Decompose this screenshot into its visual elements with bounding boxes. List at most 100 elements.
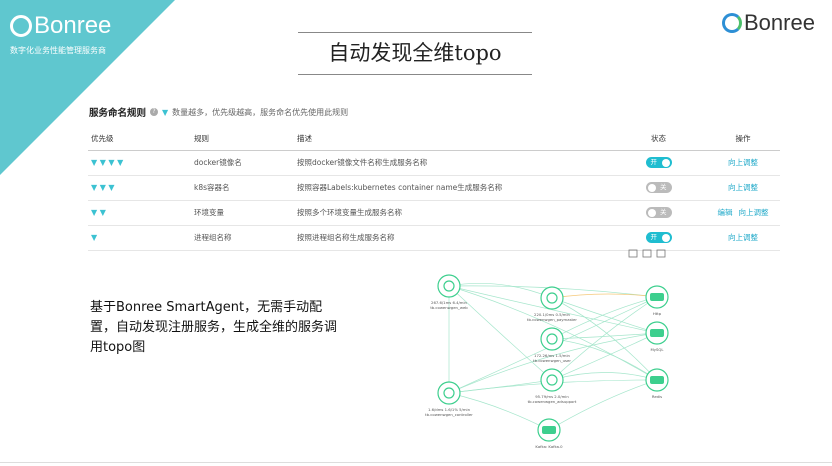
divider	[0, 462, 832, 463]
priority-gems: ▼	[88, 225, 194, 251]
node-label: Redis	[652, 394, 662, 399]
rules-hint: 数量越多，优先级越高，服务命名优先使用此规则	[172, 107, 349, 117]
http-icon	[650, 293, 664, 301]
node-sublabel: tb.cowenwgen_paymaster	[527, 317, 577, 322]
gem-icon: ▼	[99, 183, 109, 192]
topology-edge	[551, 372, 658, 381]
redis-icon	[650, 376, 664, 384]
bonree-logo-icon	[722, 13, 742, 33]
priority-gems: ▼ ▼	[88, 200, 194, 226]
layout-icon[interactable]	[628, 249, 638, 258]
service-icon	[443, 280, 455, 292]
gem-icon: ▼	[117, 158, 124, 167]
table-row: ▼ ▼ ▼ ▼ docker镜像名 按照docker镜像文件名称生成服务名称 开…	[88, 150, 780, 176]
settings-icon[interactable]	[656, 249, 666, 258]
action-link[interactable]: 向上调整	[738, 208, 769, 217]
rule-desc: 按照进程组名称生成服务名称	[297, 225, 611, 251]
col-actions: 操作	[706, 128, 780, 151]
filter-icon[interactable]	[642, 249, 652, 258]
status-toggle[interactable]: 关	[645, 182, 672, 193]
status-toggle[interactable]: 关	[645, 207, 672, 218]
topology-edge	[448, 332, 658, 394]
node-sublabel: tb.cowenwgen_user	[533, 358, 571, 363]
node-label: 1.6/dms 1.6/1% 5/min	[428, 407, 471, 412]
brand-name: Bonree	[34, 12, 112, 39]
service-icon	[546, 292, 558, 304]
col-desc: 描述	[297, 128, 611, 151]
topology-edge	[551, 293, 658, 299]
priority-gems: ▼ ▼ ▼	[88, 175, 194, 201]
rule-name: 环境变量	[194, 200, 297, 226]
node-label: Http	[653, 311, 662, 316]
topology-edge	[448, 285, 658, 334]
node-label: 220.1/0ms 0.5/min	[534, 312, 571, 317]
node-sublabel: tb.cowenwgen_web	[430, 305, 468, 310]
node-pay[interactable]	[540, 286, 564, 310]
rules-title: 服务命名规则	[89, 108, 147, 119]
service-icon	[443, 387, 455, 399]
gem-icon: ▼	[91, 233, 98, 242]
action-link[interactable]: 编辑	[717, 208, 733, 217]
node-checkout[interactable]	[437, 381, 461, 405]
action-link[interactable]: 向上调整	[728, 158, 758, 167]
gem-icon: ▼	[162, 107, 169, 117]
actions: 向上调整	[706, 150, 780, 176]
bonree-logo-icon	[10, 15, 32, 37]
help-icon[interactable]: ?	[150, 108, 159, 116]
topology-edge	[551, 297, 658, 334]
topology-edge	[551, 332, 658, 340]
topology-edge	[548, 379, 658, 431]
gem-icon: ▼	[108, 183, 115, 192]
table-row: ▼ 进程组名称 按照进程组名称生成服务名称 开 向上调整	[88, 225, 780, 251]
rule-desc: 按照容器Labels:kubernetes container name生成服务…	[297, 175, 611, 201]
status-toggle[interactable]: 开	[645, 157, 672, 168]
rule-desc: 按照docker镜像文件名称生成服务名称	[297, 150, 611, 176]
feature-description: 基于Bonree SmartAgent，无需手动配置，自动发现注册服务，生成全维…	[90, 300, 338, 355]
bonree-logo-right: Bonree	[722, 10, 815, 36]
node-user[interactable]	[540, 327, 564, 351]
bonree-logo-left: Bonree	[10, 12, 111, 40]
rule-desc: 按照多个环境变量生成服务名称	[297, 200, 611, 226]
actions: 向上调整	[706, 225, 780, 251]
rules-header: 服务命名规则 ? ▼ 数量越多，优先级越高，服务命名优先使用此规则	[89, 105, 349, 120]
node-web[interactable]	[437, 274, 461, 298]
node-ad[interactable]	[540, 368, 564, 392]
kafka-icon	[542, 426, 556, 434]
action-link[interactable]: 向上调整	[728, 233, 758, 242]
col-rule: 规则	[194, 128, 297, 151]
rule-name: docker镜像名	[194, 150, 297, 176]
node-label: 267.6/1ms 6.4/min	[431, 300, 468, 305]
topology-edge	[551, 297, 658, 381]
priority-gems: ▼ ▼ ▼ ▼	[88, 150, 194, 176]
mysql-icon	[650, 329, 664, 337]
service-icon	[546, 374, 558, 386]
node-label: MySQL	[650, 347, 664, 352]
col-priority: 优先级	[88, 128, 194, 151]
table-row: ▼ ▼ 环境变量 按照多个环境变量生成服务名称 关 编辑向上调整	[88, 200, 780, 226]
node-sublabel: tb.cowenwgen_controller	[425, 412, 473, 417]
gem-icon: ▼	[99, 158, 109, 167]
node-label: 172.26/ms 1.5/min	[534, 353, 571, 358]
actions: 向上调整	[706, 175, 780, 201]
rules-table: 优先级 规则 描述 状态 操作 ▼ ▼ ▼ ▼ docker镜像名 按照dock…	[88, 128, 780, 251]
service-icon	[546, 333, 558, 345]
action-link[interactable]: 向上调整	[728, 183, 758, 192]
gem-icon: ▼	[91, 183, 100, 192]
actions: 编辑向上调整	[706, 200, 780, 226]
topology-edge	[448, 285, 658, 381]
gem-icon: ▼	[91, 158, 100, 167]
node-label: Kafka: Kafka.0	[535, 444, 563, 449]
col-status: 状态	[611, 128, 706, 151]
rule-name: k8s容器名	[194, 175, 297, 201]
node-sublabel: tb.cowenwgen_adsupport	[528, 399, 577, 404]
table-row: ▼ ▼ ▼ k8s容器名 按照容器Labels:kubernetes conta…	[88, 175, 780, 201]
brand-name: Bonree	[744, 10, 815, 35]
tagline: 数字化业务性能管理服务商	[10, 46, 106, 55]
topology-edge	[551, 296, 658, 381]
gem-icon: ▼	[99, 208, 106, 217]
topology-edge	[448, 285, 553, 381]
status-toggle[interactable]: 开	[645, 232, 672, 243]
gem-icon: ▼	[91, 208, 100, 217]
rule-name: 进程组名称	[194, 225, 297, 251]
